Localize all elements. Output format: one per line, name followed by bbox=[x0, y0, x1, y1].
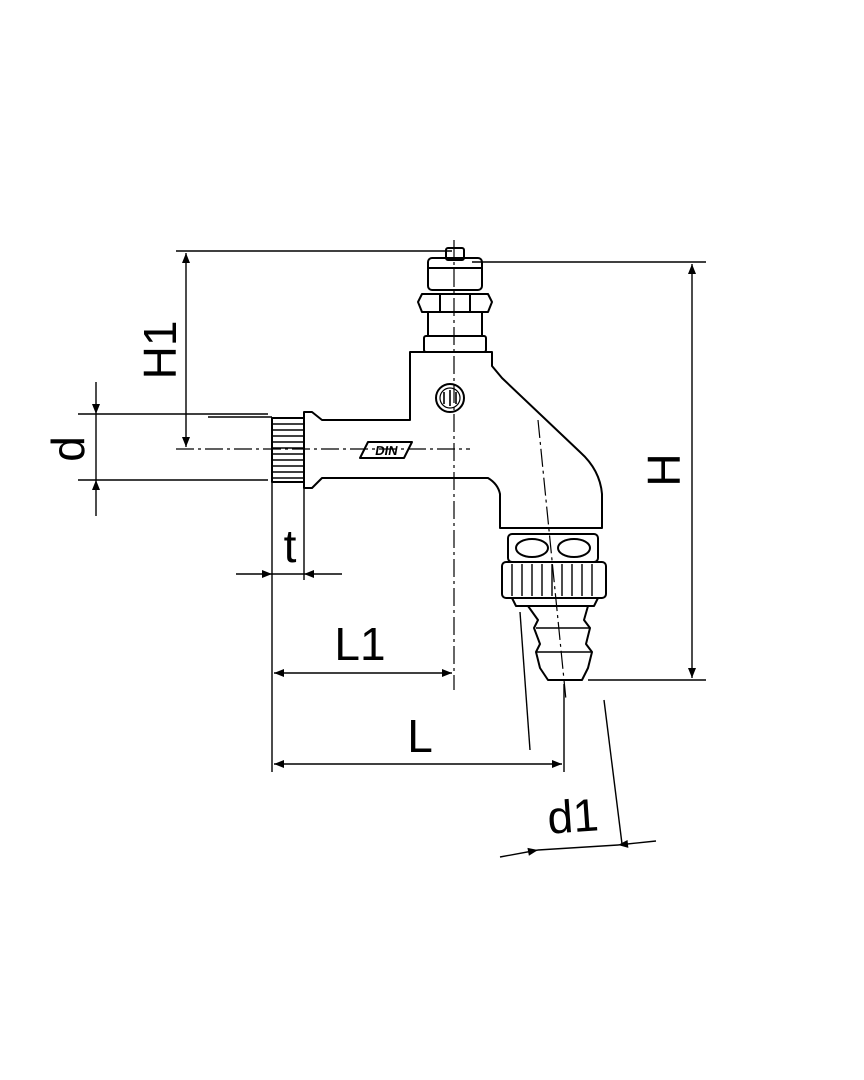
din-plate bbox=[359, 441, 413, 459]
label-L: L bbox=[407, 710, 433, 762]
centerlines bbox=[176, 240, 567, 701]
brand-logo bbox=[435, 383, 465, 413]
valve-stem bbox=[427, 312, 483, 337]
dimension-lines bbox=[92, 253, 696, 858]
spindle-cap bbox=[445, 247, 465, 261]
hex-nut bbox=[417, 293, 493, 313]
extension-lines bbox=[78, 250, 706, 845]
valve-body bbox=[303, 351, 603, 529]
din-stamp: DIN bbox=[374, 443, 399, 458]
hose-barb bbox=[527, 605, 593, 681]
label-H1: H1 bbox=[134, 321, 186, 380]
dim-line-d1-left bbox=[499, 847, 539, 858]
label-d1: d1 bbox=[546, 788, 601, 843]
label-L1: L1 bbox=[334, 618, 385, 670]
dim-line-d1-right bbox=[617, 839, 657, 848]
label-d: d bbox=[42, 436, 94, 462]
faucet-outline bbox=[271, 247, 607, 681]
spindle-head bbox=[427, 257, 483, 291]
outlet-collar bbox=[507, 533, 599, 563]
label-H: H bbox=[638, 453, 690, 486]
label-t: t bbox=[284, 520, 297, 572]
inlet-thread bbox=[271, 417, 305, 483]
